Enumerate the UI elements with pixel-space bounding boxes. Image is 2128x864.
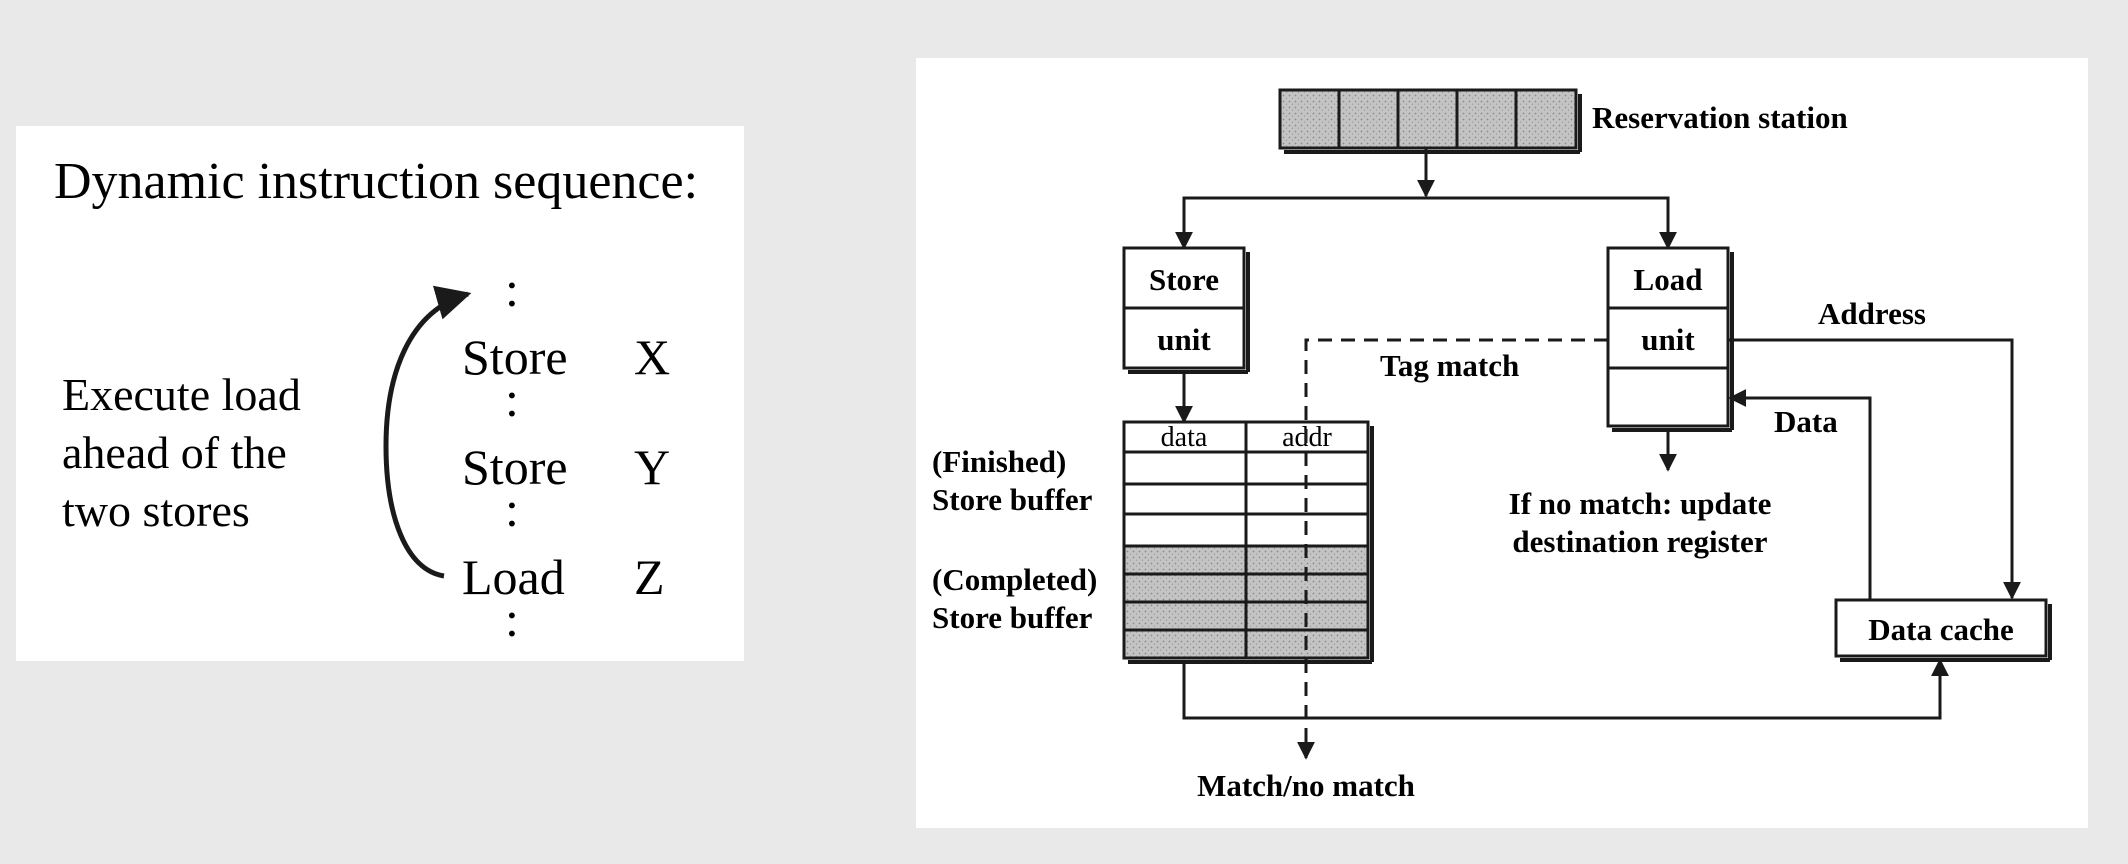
tag-match-path	[1304, 338, 1608, 748]
buffer-to-cache-path	[1182, 662, 1942, 720]
data-path	[1734, 396, 1872, 600]
instruction-sequence-panel: Dynamic instruction sequence: Execute lo…	[16, 126, 744, 661]
no-match-note-2: destination register	[1512, 524, 1767, 559]
data-cache-label: Data cache	[1868, 612, 2013, 647]
reservation-station-label: Reservation station	[1592, 100, 1848, 135]
load-store-diagram: Reservation station Store unit Load unit	[932, 88, 2052, 803]
store-unit	[1122, 246, 1250, 374]
buffer-col-data: data	[1161, 422, 1208, 453]
completed-label-1: (Completed)	[932, 562, 1097, 597]
ellipsis-2: :	[505, 371, 519, 427]
load-unit	[1606, 246, 1734, 432]
store-buffer	[1122, 420, 1374, 664]
completed-label-2: Store buffer	[932, 600, 1093, 635]
no-match-note-1: If no match: update	[1509, 486, 1772, 521]
sequence-heading: Dynamic instruction sequence:	[54, 153, 698, 210]
seq-op-store-x: Store	[462, 329, 568, 385]
load-store-diagram-panel: Reservation station Store unit Load unit	[916, 58, 2088, 828]
address-path	[1728, 338, 2014, 592]
ellipsis-4: :	[505, 591, 519, 647]
seq-op-store-y: Store	[462, 439, 568, 495]
seq-operand-x: X	[634, 329, 670, 385]
seq-operand-z: Z	[634, 549, 665, 605]
seq-operand-y: Y	[634, 439, 670, 495]
data-cache	[1834, 598, 2052, 662]
load-unit-label-2: unit	[1641, 322, 1695, 357]
store-unit-label-1: Store	[1149, 262, 1219, 297]
store-unit-label-2: unit	[1157, 322, 1211, 357]
note-line-1: Execute load	[62, 369, 301, 420]
dispatch-split-line	[1182, 196, 1670, 244]
match-no-match-label: Match/no match	[1197, 768, 1415, 803]
tag-match-label: Tag match	[1380, 348, 1519, 383]
ellipsis-1: :	[505, 261, 519, 317]
data-label: Data	[1774, 404, 1838, 439]
seq-op-load-z: Load	[462, 549, 565, 605]
note-line-3: two stores	[62, 485, 250, 536]
finished-label-2: Store buffer	[932, 482, 1093, 517]
finished-label-1: (Finished)	[932, 444, 1066, 479]
reservation-station	[1278, 88, 1582, 154]
ellipsis-3: :	[505, 481, 519, 537]
instruction-sequence-figure: Dynamic instruction sequence: Execute lo…	[54, 153, 698, 647]
address-label: Address	[1818, 296, 1926, 331]
note-line-2: ahead of the	[62, 427, 287, 478]
reorder-arrow	[383, 285, 472, 579]
load-unit-label-1: Load	[1634, 262, 1703, 297]
